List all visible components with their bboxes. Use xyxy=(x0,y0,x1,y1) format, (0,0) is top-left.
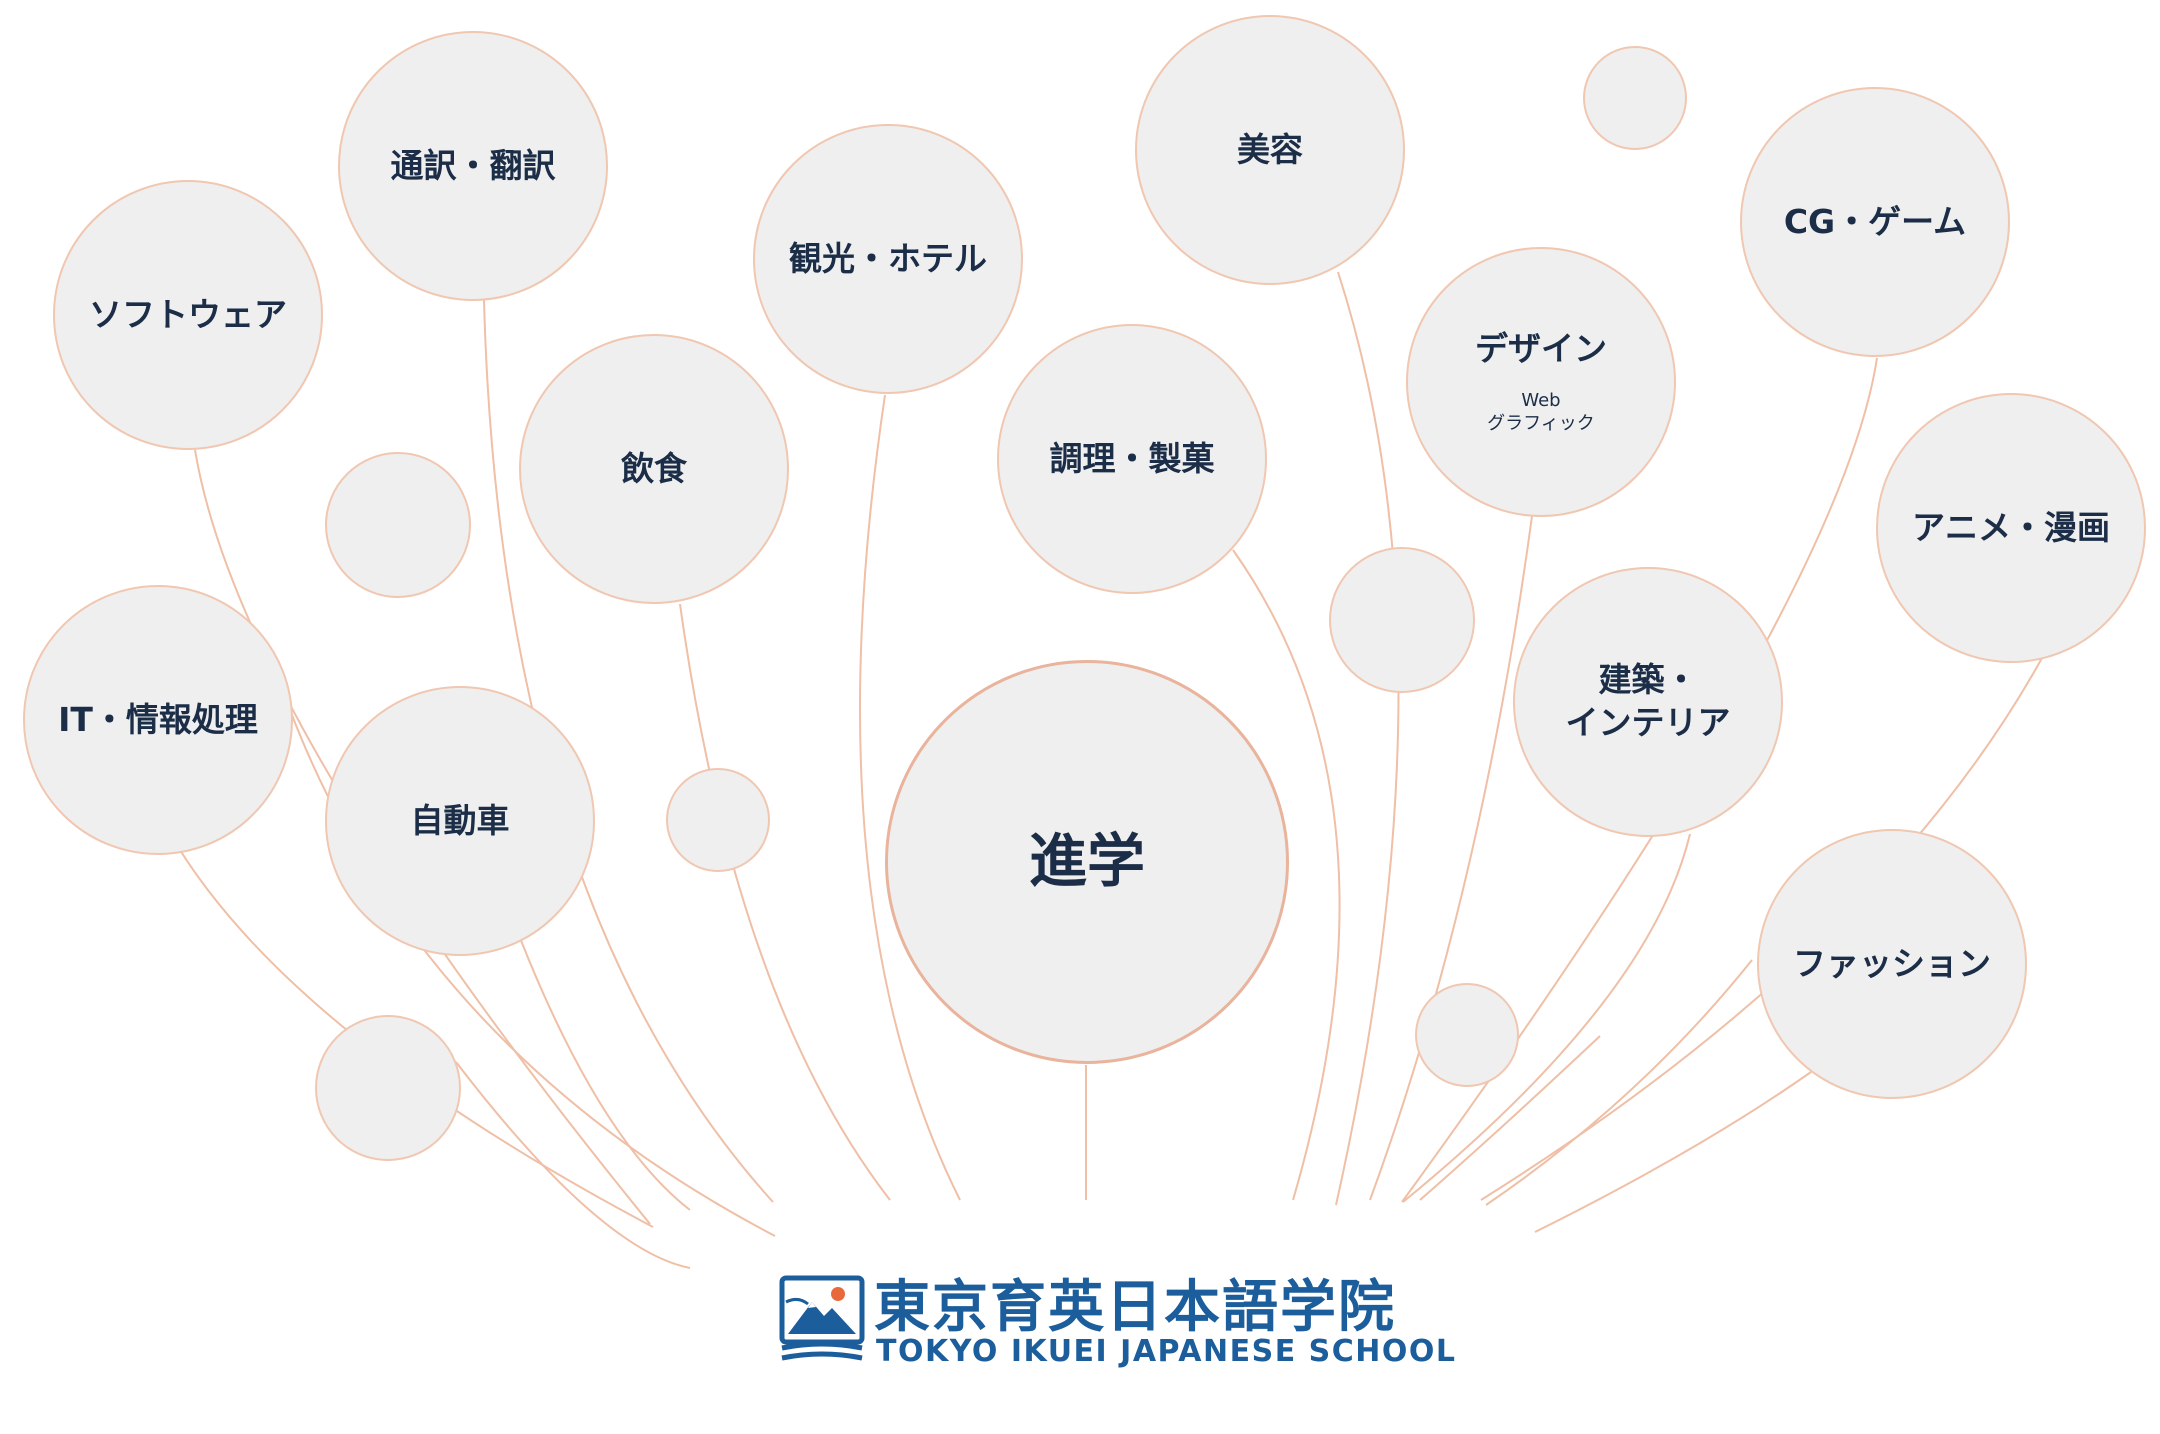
school-name-japanese: 東京育英日本語学院 xyxy=(874,1275,1396,1340)
bubble-label: 観光・ホテル xyxy=(789,238,987,278)
connector-line xyxy=(679,603,891,1201)
bubble-design: デザイン Web グラフィック xyxy=(1406,247,1676,517)
bubble-label: アニメ・漫画 xyxy=(1912,507,2110,547)
empty-bubble xyxy=(1329,547,1475,693)
bubble-kanko: 観光・ホテル xyxy=(753,124,1023,394)
bubble-software: ソフトウェア xyxy=(53,180,323,450)
bubble-center-shingaku: 進学 xyxy=(885,660,1289,1064)
empty-bubble xyxy=(315,1015,461,1161)
school-name-english: TOKYO IKUEI JAPANESE SCHOOL xyxy=(876,1334,1457,1369)
connector-line xyxy=(1402,833,1691,1203)
connector-line xyxy=(1419,1035,1601,1201)
bubble-it: IT・情報処理 xyxy=(23,585,293,855)
bubble-label: IT・情報処理 xyxy=(58,699,258,739)
connector-line xyxy=(1485,959,1753,1206)
connector-line xyxy=(859,394,961,1201)
bubble-jidosha: 自動車 xyxy=(325,686,595,956)
empty-bubble xyxy=(1583,46,1687,150)
connector-line xyxy=(455,1061,691,1269)
bubble-anime: アニメ・漫画 xyxy=(1876,393,2146,663)
school-logo: 東京育英日本語学院 TOKYO IKUEI JAPANESE SCHOOL xyxy=(778,1268,1455,1374)
empty-bubble xyxy=(325,452,471,598)
connector-line xyxy=(1232,549,1341,1201)
bubble-cg: CG・ゲーム xyxy=(1740,87,2010,357)
bubble-label: ファッション xyxy=(1793,943,1991,983)
empty-bubble xyxy=(666,768,770,872)
center-label: 進学 xyxy=(1028,827,1145,896)
bubble-sublabel: Web グラフィック xyxy=(1487,390,1595,435)
bubble-tsuyaku: 通訳・翻訳 xyxy=(338,31,608,301)
bubble-label: 調理・製菓 xyxy=(1049,438,1215,478)
bubble-kenchiku: 建築・ インテリア xyxy=(1513,567,1783,837)
bubble-label: ソフトウェア xyxy=(89,294,287,334)
connector-line xyxy=(519,937,691,1211)
bubble-label: デザイン xyxy=(1475,329,1607,369)
bubble-label: 自動車 xyxy=(410,800,510,840)
school-book-mountain-icon xyxy=(779,1275,865,1361)
bubble-label: CG・ゲーム xyxy=(1783,201,1967,241)
bubble-label: 飲食 xyxy=(621,448,687,488)
bubble-inshoku: 飲食 xyxy=(519,334,789,604)
bubble-fashion: ファッション xyxy=(1757,829,2027,1099)
bubble-label: 美容 xyxy=(1237,129,1303,169)
bubble-chori: 調理・製菓 xyxy=(997,324,1267,594)
connector-line xyxy=(1335,271,1400,1206)
connector-line xyxy=(1534,1071,1812,1233)
bubble-biyo: 美容 xyxy=(1135,15,1405,285)
connector-line xyxy=(1369,515,1533,1201)
bubble-label: 建築・ インテリア xyxy=(1565,660,1731,742)
bubble-label: 通訳・翻訳 xyxy=(390,145,556,185)
empty-bubble xyxy=(1415,983,1519,1087)
